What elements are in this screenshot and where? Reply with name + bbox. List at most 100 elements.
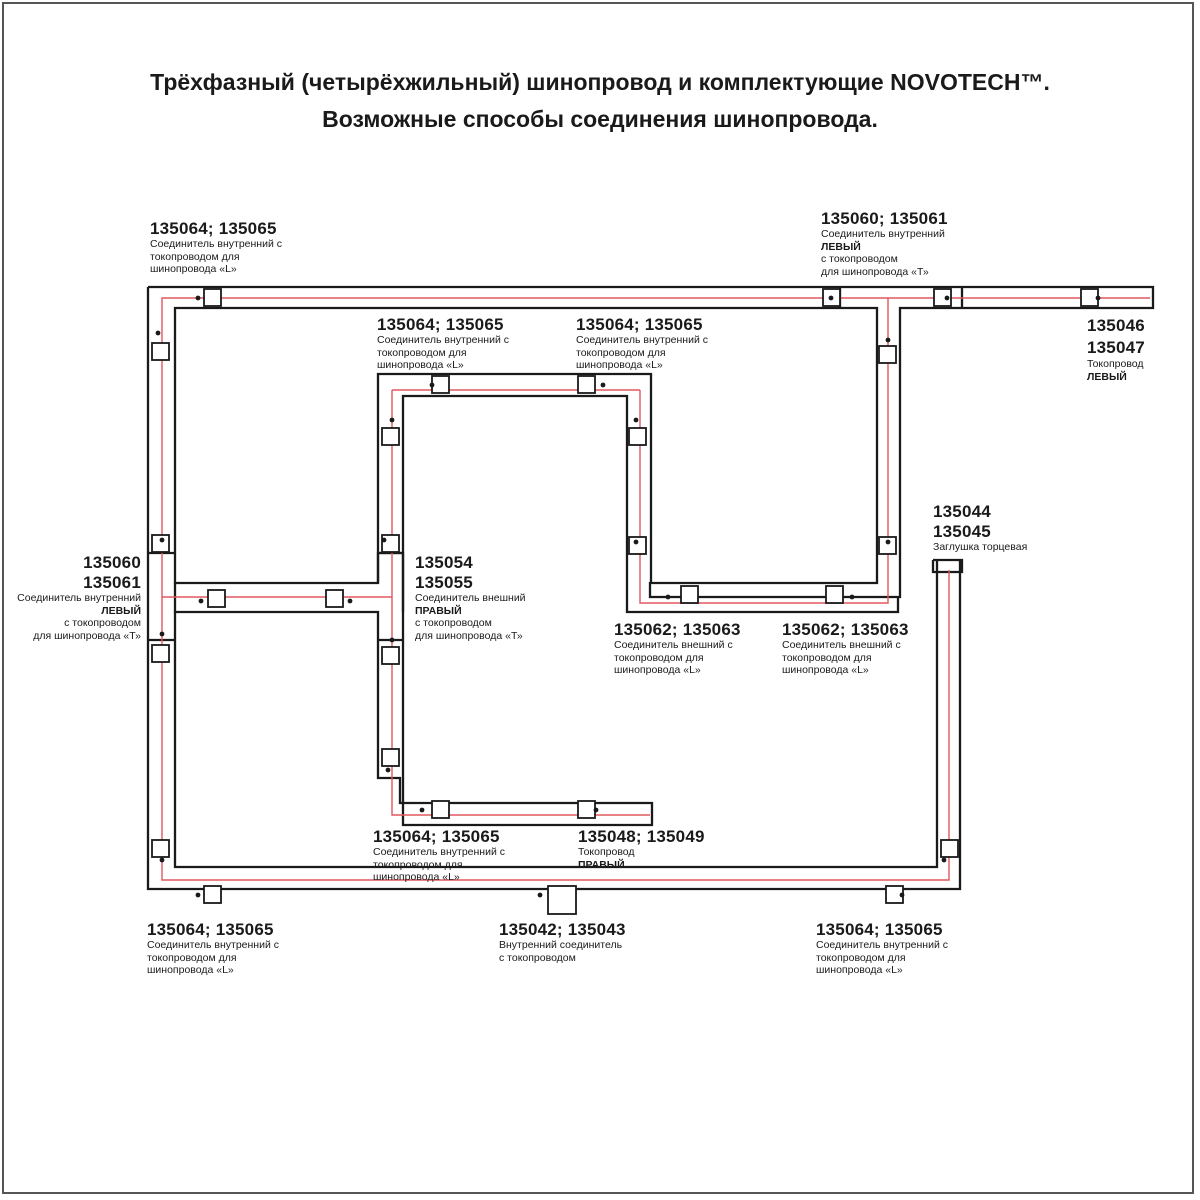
part-desc-3: шинопровода «L» — [816, 964, 903, 976]
part-code-1: 135060 — [83, 553, 141, 572]
part-desc-2: с токопроводом — [499, 951, 576, 964]
label-feed-left: 135046 135047 Токопровод ЛЕВЫЙ — [1087, 314, 1145, 383]
connector-box — [151, 644, 170, 663]
part-code: 135064; 135065 — [373, 827, 500, 846]
part-desc-2: ПРАВЫЙ — [415, 604, 462, 617]
connector-box — [431, 800, 450, 819]
part-desc-1: Соединитель внутренний с — [377, 334, 509, 346]
part-desc-2: ЛЕВЫЙ — [1087, 370, 1127, 383]
label-lower-inner-l-connector: 135064; 135065 Соединитель внутренний с … — [373, 827, 505, 884]
track-outline-inner-loop — [401, 394, 900, 614]
part-desc-2: токопроводом для — [150, 250, 240, 263]
contact-dot — [633, 417, 639, 423]
contact-dot — [389, 637, 395, 643]
part-desc-2: токопроводом для — [147, 951, 237, 964]
part-desc-3: шинопровода «L» — [373, 871, 460, 883]
part-desc-1: Токопровод — [578, 846, 635, 858]
contact-dot — [155, 330, 161, 336]
part-code: 135064; 135065 — [816, 920, 943, 939]
part-desc-1: Заглушка торцевая — [933, 541, 1028, 553]
part-desc-3: шинопровода «L» — [377, 359, 464, 371]
part-desc-4: для шинопровода «Т» — [415, 629, 523, 642]
part-desc-2: токопроводом для — [576, 346, 666, 359]
connector-box — [628, 427, 647, 446]
part-desc-3: шинопровода «L» — [150, 263, 237, 275]
connector-box — [825, 585, 844, 604]
part-desc-1: Соединитель внешний с — [782, 639, 901, 651]
contact-dot — [381, 537, 387, 543]
part-code-2: 135061 — [83, 573, 141, 592]
connector-box — [381, 748, 400, 767]
label-end-cap: 135044 135045 Заглушка торцевая — [933, 501, 1027, 554]
diagram-title: Трёхфазный (четырёхжильный) шинопровод и… — [0, 64, 1200, 138]
label-top-left-l-connector: 135064; 135065 Соединитель внутренний с … — [150, 219, 282, 276]
label-bottom-left-l-connector: 135064; 135065 Соединитель внутренний с … — [147, 920, 279, 977]
part-desc-1: Соединитель внутренний с — [150, 238, 282, 250]
connector-box — [547, 885, 577, 915]
label-left-t-connector: 135060 135061 Соединитель внутренний ЛЕВ… — [17, 553, 141, 642]
part-code: 135064; 135065 — [377, 315, 504, 334]
part-code: 135062; 135063 — [614, 620, 741, 639]
part-desc-2: ЛЕВЫЙ — [101, 604, 141, 617]
part-desc-3: с токопроводом — [821, 253, 898, 265]
part-desc-4: для шинопровода «Т» — [821, 265, 929, 278]
connector-box — [577, 800, 596, 819]
part-code: 135060; 135061 — [821, 209, 948, 228]
part-code-1: 135046 — [1087, 316, 1145, 335]
part-desc-1: Токопровод — [1087, 358, 1144, 370]
part-desc-3: шинопровода «L» — [147, 964, 234, 976]
part-desc-2: токопроводом для — [373, 858, 463, 871]
part-desc-2: ЛЕВЫЙ — [821, 240, 861, 253]
part-desc-3: шинопровода «L» — [614, 664, 701, 676]
conductor-line — [391, 390, 650, 816]
contact-dot — [429, 382, 435, 388]
part-desc-1: Соединитель внутренний с — [373, 846, 505, 858]
track-outline-inner-loop-2 — [376, 372, 653, 583]
label-external-l-connector-2: 135062; 135063 Соединитель внешний с ток… — [782, 620, 909, 677]
part-code-2: 135055 — [415, 573, 473, 592]
part-code: 135064; 135065 — [576, 315, 703, 334]
connector-box — [381, 427, 400, 446]
part-desc-1: Соединитель внутренний с — [816, 939, 948, 951]
contact-dot — [593, 807, 599, 813]
connector-box — [577, 375, 596, 394]
label-top-right-t-connector: 135060; 135061 Соединитель внутренний ЛЕ… — [821, 209, 948, 278]
contact-dot — [198, 598, 204, 604]
part-desc-2: токопроводом для — [782, 651, 872, 664]
contact-dot — [195, 295, 201, 301]
contact-dot — [159, 537, 165, 543]
contact-dot — [600, 382, 606, 388]
title-line-2: Возможные способы соединения шинопровода… — [322, 106, 878, 132]
connector-box — [203, 885, 222, 904]
part-code-2: 135045 — [933, 522, 991, 541]
label-feed-right: 135048; 135049 Токопровод ПРАВЫЙ — [578, 827, 705, 871]
connector-box — [628, 536, 647, 555]
contact-dot — [941, 857, 947, 863]
connector-box — [1080, 288, 1099, 307]
part-desc-1: Соединитель внешний с — [614, 639, 733, 651]
contact-dot — [389, 417, 395, 423]
connector-box — [933, 288, 952, 307]
part-code: 135048; 135049 — [578, 827, 705, 846]
part-code-2: 135047 — [1087, 338, 1145, 357]
part-code-1: 135044 — [933, 502, 991, 521]
label-bottom-right-l-connector: 135064; 135065 Соединитель внутренний с … — [816, 920, 948, 977]
part-desc-2: ПРАВЫЙ — [578, 858, 625, 871]
part-code: 135042; 135043 — [499, 920, 626, 939]
connector-box — [431, 375, 450, 394]
connector-box — [151, 839, 170, 858]
part-desc-2: токопроводом для — [377, 346, 467, 359]
label-inner-left-l-connector: 135064; 135065 Соединитель внутренний с … — [377, 315, 509, 372]
part-desc-3: шинопровода «L» — [782, 664, 869, 676]
conductor-line — [639, 297, 1150, 604]
part-desc-1: Соединитель внешний — [415, 592, 526, 604]
part-desc-2: токопроводом для — [816, 951, 906, 964]
part-desc-1: Соединитель внутренний — [17, 592, 141, 604]
connector-box — [878, 345, 897, 364]
contact-dot — [195, 892, 201, 898]
contact-dot — [944, 295, 950, 301]
part-desc-1: Соединитель внутренний с — [576, 334, 708, 346]
contact-dot — [828, 295, 834, 301]
